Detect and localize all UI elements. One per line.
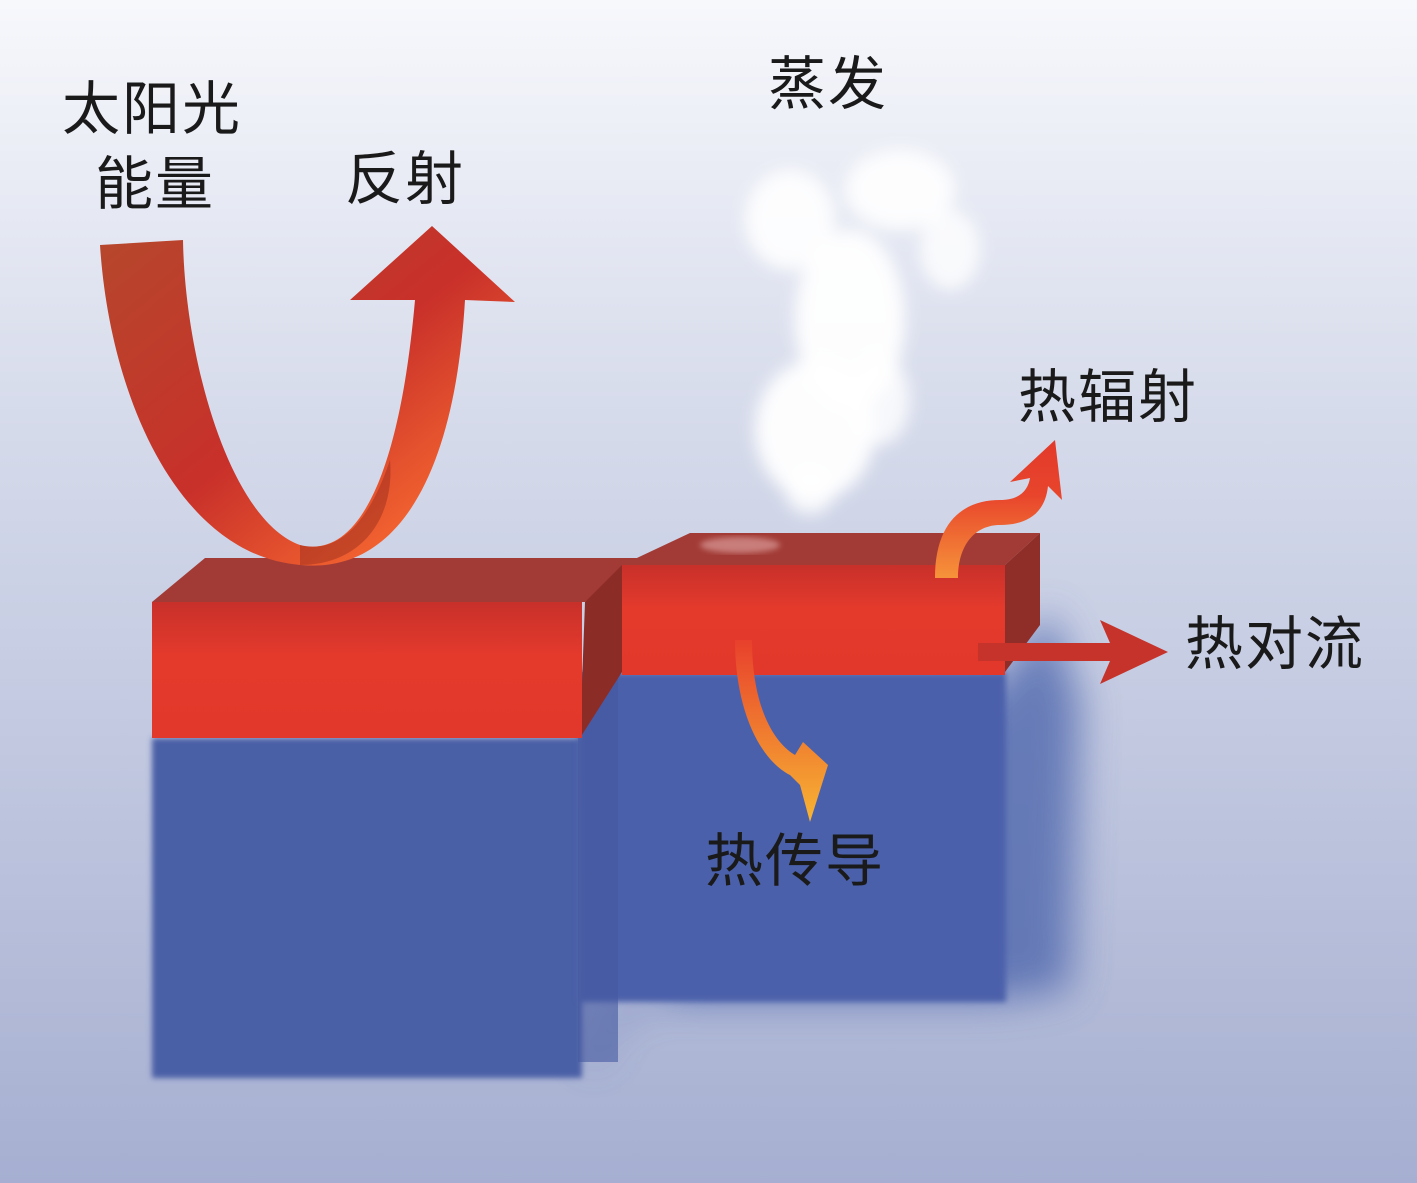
conduction-arrow [735,640,828,822]
label-radiation: 热辐射 [1018,363,1199,431]
radiation-arrow [935,440,1062,578]
solar-reflection-arrow [100,226,515,566]
label-reflection: 反射 [345,145,466,213]
heated-surface-layer [152,533,1040,738]
label-conduction: 热传导 [705,827,886,895]
label-convection: 热对流 [1185,610,1366,678]
label-solar-energy-line2: 能量 [95,150,216,218]
label-solar-energy-line1: 太阳光 [62,75,243,143]
label-evaporation: 蒸发 [768,50,889,118]
steam-cloud [745,150,980,515]
water-body [152,610,1080,1078]
convection-arrow [978,620,1168,684]
